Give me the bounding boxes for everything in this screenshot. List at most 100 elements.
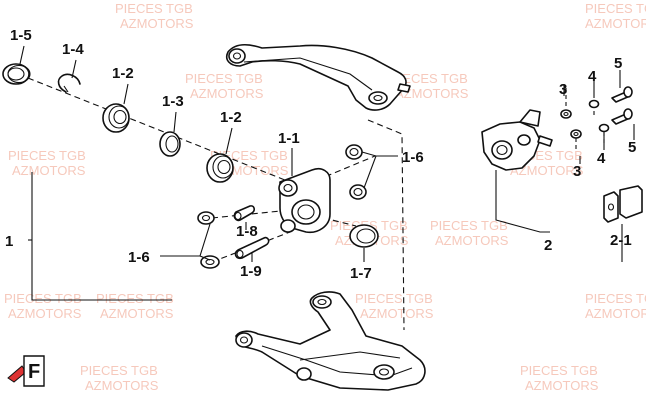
callout-1-1: 1-1 [278,130,300,147]
lower-arm-brace [299,351,401,361]
watermark-text: AZMOTORS [510,163,584,178]
watermark-text: PIECES TGB [585,291,646,306]
watermark-text: AZMOTORS [100,306,174,321]
lower-arm-ball-joint [312,295,332,309]
lower-arm-bushing [235,332,253,348]
bushing [200,255,220,269]
caliper-bracket [519,109,541,127]
callout-1-4: 1-4 [62,41,84,58]
bearing-bore [113,109,127,125]
knuckle-housing [278,167,331,234]
washer [560,109,572,119]
spring-washer [598,123,610,133]
watermark-text: AZMOTORS [585,16,646,31]
brand-logo: F [7,355,45,387]
knuckle-boss-hole [283,183,293,193]
upper-arm-bushing [228,48,246,64]
watermark-text: AZMOTORS [525,378,599,393]
oil-seal-lip [7,64,31,84]
short-pin [233,205,255,222]
watermark-text: AZMOTORS [190,86,264,101]
callout-1-7: 1-7 [350,265,372,282]
knuckle-bore [291,199,321,225]
circlip [57,73,81,93]
bushing [349,184,367,200]
callout-1-2: 1-2 [220,109,242,126]
assembly-axis-line [367,119,405,331]
upper-a-arm [225,43,411,111]
washer [570,129,582,139]
watermark-text: AZMOTORS [435,233,509,248]
callout-labels: 1-5 1-4 1-2 1-3 1-2 1-1 1-6 1-8 1-9 1-6 … [5,27,636,282]
bearing-race [108,105,130,129]
watermark-text: AZMOTORS [395,86,469,101]
leader-line [123,83,129,105]
washer-hole [573,131,579,137]
bolt-head [623,86,633,98]
seal-ring [349,224,379,248]
lower-arm-bushing [296,367,312,381]
long-pin [234,236,270,260]
upper-arm-body [225,43,407,111]
lower-arm-mount [373,364,395,380]
leader-line [71,59,77,79]
callout-4: 4 [597,150,606,167]
watermark-text: PIECES TGB [390,71,468,86]
callout-3: 3 [573,163,581,180]
upper-arm-bushing-hole [232,52,242,60]
bearing-stack [2,63,379,269]
lower-arm-ball-joint-hole [317,298,327,306]
leader-line [225,127,233,155]
callout-1-6: 1-6 [402,149,424,166]
brake-pad [619,185,643,219]
callout-1-8: 1-8 [236,223,258,240]
spacer-ring [159,131,181,157]
bushing [197,211,215,225]
brake-caliper [481,109,643,223]
lower-arm-bushing-hole [239,336,249,344]
callout-1-6: 1-6 [128,249,150,266]
callout-5: 5 [614,55,622,72]
logo-letter: F [28,361,40,383]
callout-1-2: 1-2 [112,65,134,82]
brake-pad [603,191,619,223]
caliper-port [517,134,531,146]
pins [233,205,270,260]
callout-2: 2 [544,237,552,254]
watermark-text: PIECES TGB [4,291,82,306]
callout-2-1: 2-1 [610,232,632,249]
callout-1-3: 1-3 [162,93,184,110]
leader-line [361,151,398,157]
leader-lines [19,45,635,301]
callout-1-9: 1-9 [240,263,262,280]
leader-line [495,170,550,233]
spring-washer [588,99,600,109]
lower-arm-body [235,291,426,391]
watermark-text: PIECES TGB [430,218,508,233]
knuckle-bore-inner [297,204,315,220]
fasteners [560,86,633,139]
lower-arm-mount-hole [378,368,390,376]
watermark-text: AZMOTORS [360,306,434,321]
upper-arm-ball-joint [368,91,388,105]
watermark-text: AZMOTORS [120,16,194,31]
watermark-text: PIECES TGB [8,148,86,163]
brake-pad-hole [607,203,615,211]
upper-arm-ball-joint-hole [373,94,383,102]
bearing-bore [217,159,231,175]
caliper-piston-inner [496,144,508,156]
watermark-text: PIECES TGB [185,71,263,86]
callout-5: 5 [628,139,636,156]
bushing-hole [201,214,211,222]
bolt-head [623,108,633,120]
bushing-hole [349,147,359,157]
watermark-text: PIECES TGB [585,1,646,16]
assembly-axis-line [211,209,291,219]
lower-a-arm [235,291,426,391]
leader-line [160,223,211,257]
pin-end [236,249,244,259]
leader-line [173,111,177,133]
leader-line [199,255,211,261]
